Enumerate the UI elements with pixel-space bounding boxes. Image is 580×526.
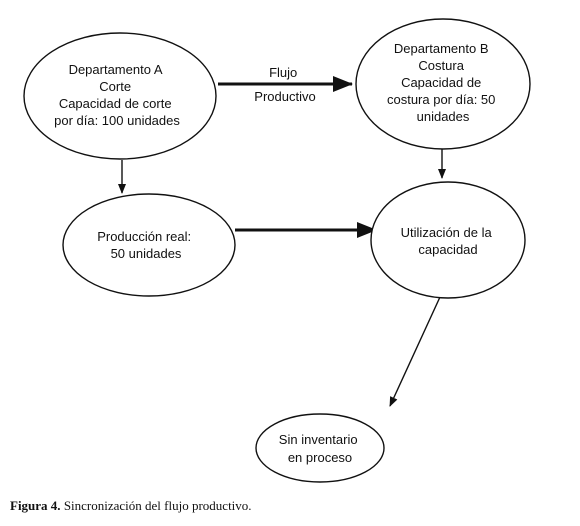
- node-departamento-b-label: Departamento B Costura Capacidad de cost…: [387, 41, 499, 124]
- figure-caption-text: Sincronización del flujo productivo.: [60, 498, 252, 513]
- node-sin-inventario-shape: [255, 413, 385, 483]
- node-line: por día: 100 unidades: [54, 113, 180, 128]
- figure-caption-label: Figura 4.: [10, 498, 61, 513]
- node-departamento-a-shape: [23, 32, 217, 160]
- edge-utilizacion-to-sin-inventario: [389, 296, 441, 407]
- node-line: Corte: [99, 79, 131, 94]
- node-departamento-b-shape: [355, 18, 531, 150]
- edge-label-line: Flujo: [269, 65, 297, 80]
- node-sin-inventario-label: Sin inventario en proceso: [279, 432, 361, 465]
- node-utilizacion-capacidad-label: Utilización de la capacidad: [401, 225, 496, 257]
- node-utilizacion-capacidad-shape: [370, 181, 526, 299]
- node-line: Departamento A: [69, 62, 163, 77]
- node-line: en proceso: [288, 450, 352, 465]
- edge-label-line: Productivo: [254, 89, 315, 104]
- node-line: costura por día: 50: [387, 92, 495, 107]
- node-produccion-real-shape: [62, 193, 236, 297]
- node-utilizacion-capacidad: Utilización de la capacidad: [370, 181, 526, 299]
- node-line: Departamento B: [394, 41, 489, 56]
- edge-label-flujo-productivo: Flujo Productivo: [254, 65, 315, 104]
- node-sin-inventario: Sin inventario en proceso: [255, 413, 385, 483]
- node-line: unidades: [417, 109, 470, 124]
- node-departamento-b: Departamento B Costura Capacidad de cost…: [355, 18, 531, 150]
- node-line: Costura: [418, 58, 464, 73]
- node-departamento-a-label: Departamento A Corte Capacidad de corte …: [54, 62, 180, 128]
- node-line: Utilización de la: [401, 225, 493, 240]
- figure-caption: Figura 4. Sincronización del flujo produ…: [10, 498, 252, 514]
- node-produccion-real: Producción real: 50 unidades: [62, 193, 236, 297]
- edges: [118, 76, 446, 407]
- node-line: Capacidad de: [401, 75, 481, 90]
- node-produccion-real-label: Producción real: 50 unidades: [97, 229, 195, 261]
- node-line: capacidad: [418, 242, 477, 257]
- node-line: 50 unidades: [111, 246, 182, 261]
- node-line: Sin inventario: [279, 432, 358, 447]
- node-line: Producción real:: [97, 229, 191, 244]
- node-line: Capacidad de corte: [59, 96, 172, 111]
- node-departamento-a: Departamento A Corte Capacidad de corte …: [23, 32, 217, 160]
